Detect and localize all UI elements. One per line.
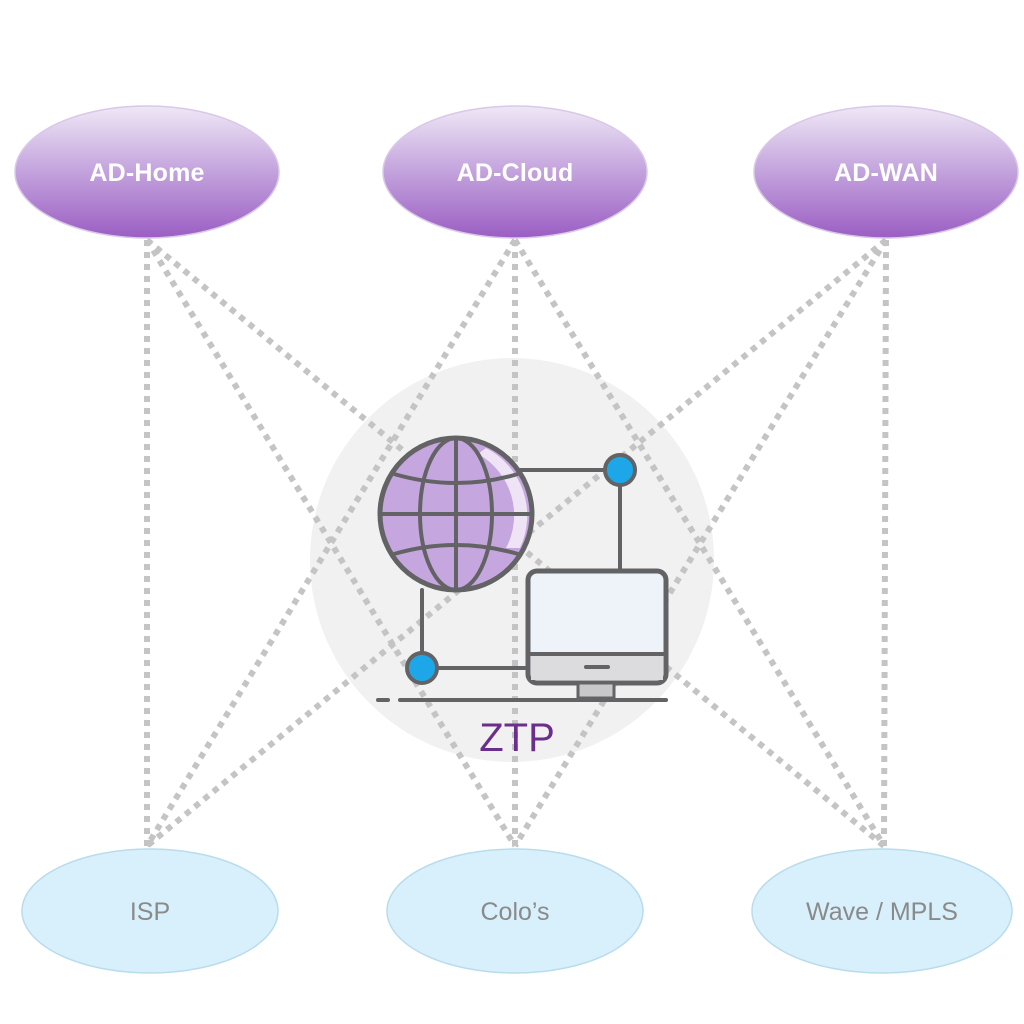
node-isp-shape (21, 848, 279, 974)
globe-icon (377, 435, 535, 593)
node-isp-label: ISP (130, 898, 170, 926)
connector-ad-wan-to-wave-mpls (881, 239, 889, 847)
connection-dot-icon (405, 651, 439, 685)
node-wave-mpls-shape (751, 848, 1013, 974)
connector-ad-cloud-to-wave-mpls (512, 238, 887, 848)
computer-monitor-icon (525, 568, 669, 700)
node-ad-cloud-label: AD-Cloud (457, 159, 574, 187)
node-ad-wan-label: AD-WAN (834, 159, 938, 187)
connector-ad-home-to-wave-mpls (145, 237, 886, 849)
node-isp[interactable]: ISP (21, 848, 279, 974)
node-ad-home-label: AD-Home (89, 159, 204, 187)
node-ad-wan[interactable]: AD-WAN (753, 105, 1019, 239)
node-colos-shape (386, 848, 644, 974)
connector-ad-cloud-to-isp (144, 238, 518, 848)
node-colos-label: Colo’s (480, 898, 549, 926)
ztp-label: ZTP (479, 716, 555, 760)
node-ad-cloud[interactable]: AD-Cloud (382, 105, 648, 239)
node-ad-home-shape (14, 105, 280, 239)
connection-dot-icon (603, 453, 637, 487)
node-colos[interactable]: Colo’s (386, 848, 644, 974)
connector-ad-wan-to-colos (512, 238, 889, 848)
ztp-icon (376, 435, 669, 702)
connector-ad-wan-to-isp (145, 237, 888, 849)
node-ad-home[interactable]: AD-Home (14, 105, 280, 239)
node-wave-mpls-label: Wave / MPLS (806, 898, 958, 926)
node-wave-mpls[interactable]: Wave / MPLS (751, 848, 1013, 974)
node-ad-wan-shape (753, 105, 1019, 239)
node-ad-cloud-shape (382, 105, 648, 239)
connector-ad-home-to-colos (144, 238, 518, 848)
